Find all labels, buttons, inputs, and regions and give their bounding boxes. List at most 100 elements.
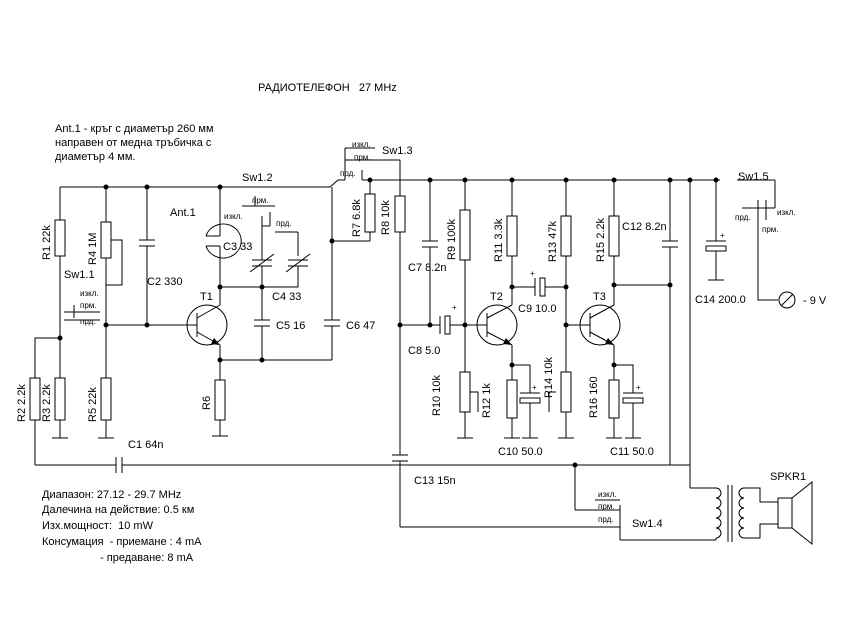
supply-terminal [778,291,796,309]
schematic-title: РАДИОТЕЛЕФОН 27 MHz [258,82,397,94]
sw14-izkl: изкл. [598,490,617,499]
resistor-r10 [459,371,471,413]
t3-stage: T3 R15 2.2k R16 160 + C11 50.0 [579,177,678,465]
c11-label: C11 50.0 [610,446,654,458]
speaker-body [777,497,793,529]
resistor-r5 [100,377,112,421]
resistor-r2 [29,377,41,421]
resistor-r8 [394,195,406,233]
r10-label: R10 10k [431,375,443,416]
sw12-prm: прм. [252,196,269,205]
resistor-r12 [506,379,518,419]
power-section: + C14 200.0 Sw1.5 прд. изкл. прм. - 9 V [687,171,827,488]
c3-label: C3 33 [223,241,252,253]
resistor-r11 [506,215,518,257]
resistor-r1 [54,219,66,257]
svg-text:+: + [532,383,537,392]
c12-label: C12 8.2n [622,221,667,233]
c2-label: C2 330 [147,276,182,288]
sw15-prm: прм. [762,225,779,234]
spec-consumption-rx: Консумация - приемане : 4 mA [42,536,202,548]
r14-label: R14 10k [543,357,555,398]
sw13-prm: прм. [354,153,371,162]
sw11-prm: прм. [80,301,97,310]
t1-label: T1 [200,291,213,303]
sw12-prd: прд. [276,219,292,228]
switch-sw13: Sw1.3 изкл. прм. прд. [340,140,413,196]
svg-text:+: + [720,231,725,240]
transistor-t2 [476,304,518,346]
sw15-izkl: изкл. [777,208,796,217]
c7-label: C7 8.2n [408,262,447,274]
oscillator-stage: Ant.1 T1 C3 33 [170,172,375,437]
sw15-prd: прд. [735,213,751,222]
resistor-r14 [560,371,572,413]
r12-label: R12 1k [481,383,493,418]
sw11-izkl: изкл. [80,289,99,298]
r9-label: R9 100k [446,219,458,260]
resistor-r4 [100,221,112,259]
resistor-r13 [560,215,572,257]
c4-label: C4 33 [272,291,301,303]
c9-label: C9 10.0 [518,303,557,315]
c5-label: C5 16 [276,320,305,332]
c10-label: C10 50.0 [498,446,543,458]
r11-label: R11 3.3k [493,218,505,262]
sw15-label: Sw1.5 [738,171,769,183]
sw13-label: Sw1.3 [382,145,413,157]
r5-label: R5 22k [87,387,99,422]
sw11-prd: прд. [80,317,96,326]
sw13-izkl: изкл. [352,140,371,149]
r7-r8: R7 6.8k R8 10k [351,177,406,455]
c8-label: C8 5.0 [408,345,440,357]
t2-label: T2 [490,291,503,303]
r2-label: R2 2.2k [16,384,28,422]
transformer-speaker: SPKR1 [690,471,813,546]
antenna-loop [205,223,242,259]
output-switch: C13 15n Sw1.4 изкл. прм. прд. [392,454,716,541]
r13-label: R13 47k [547,221,559,262]
transformer-secondary [738,487,745,539]
spec-consumption-tx: - предаване: 8 mA [42,552,194,564]
resistor-r7 [364,193,376,233]
spec-distance: Далечина на действие: 0.5 км [42,504,195,516]
r15-label: R15 2.2k [595,217,607,262]
t3-label: T3 [593,291,606,303]
r1-label: R1 22k [41,225,53,260]
left-stage: R1 22k R4 1M Sw1.1 изкл. прм. прд. [16,184,690,473]
c1-label: C1 64n [128,439,163,451]
c13-label: C13 15n [414,475,456,487]
resistor-r16 [608,379,620,419]
spec-range: Диапазон: 27.12 - 29.7 MHz [42,489,182,501]
transistor-t1 [186,304,228,346]
speaker-cone [791,480,813,546]
sw14-prm: прм. [598,502,615,511]
svg-text:+: + [636,383,641,392]
t3-bias: R13 47k R14 10k [543,177,583,439]
r3-label: R3 2.2k [41,384,53,422]
ant1-label: Ant.1 [170,207,196,219]
sw12-izkl: изкл. [224,212,243,221]
sw13-prd: прд. [340,169,356,178]
top-rail [60,179,775,188]
c6-label: C6 47 [346,320,375,332]
c14-label: C14 200.0 [695,294,746,306]
sw14-prd: прд. [598,515,614,524]
resistor-r9 [459,209,471,261]
svg-text:+: + [452,303,457,312]
antenna-note-line-3: диаметър 4 мм. [55,151,136,163]
antenna-note-line-2: направен от медна тръбичка с [55,137,212,149]
sw14-label: Sw1.4 [632,518,663,530]
supply-label: - 9 V [803,295,827,307]
r8-label: R8 10k [380,200,392,235]
r16-label: R16 160 [588,376,600,418]
svg-text:+: + [530,269,535,278]
spec-power: Изх.мощност: 10 mW [42,520,153,532]
t2-stage: T2 R11 3.3k + C9 10.0 R12 1k [476,177,566,458]
r7-label: R7 6.8k [351,199,363,237]
sw11-label: Sw1.1 [64,269,95,281]
r6-label: R6 [201,396,213,410]
resistor-r3 [54,377,66,421]
